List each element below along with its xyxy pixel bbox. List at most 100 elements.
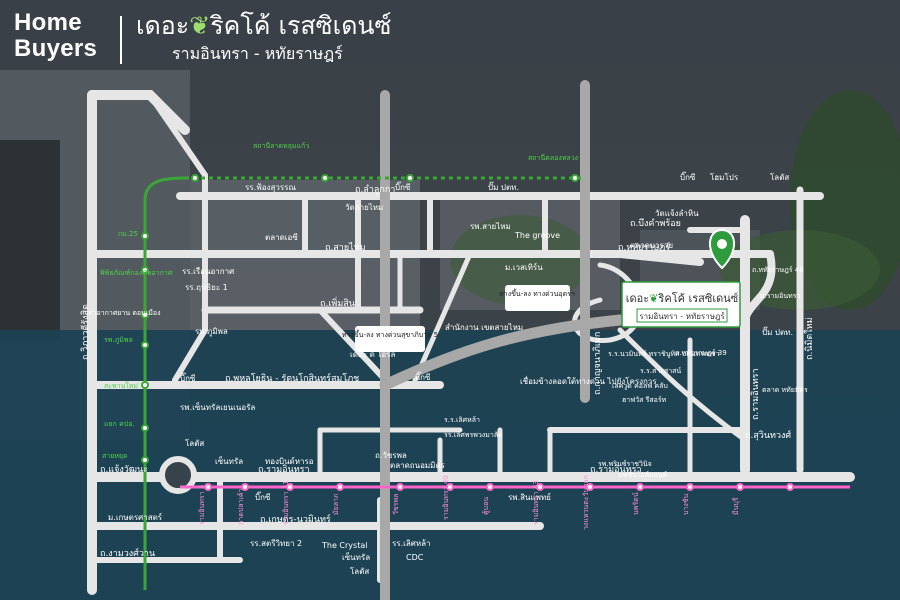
road-label-outer-ring: ถ.กาญจนาภิเษก — [592, 332, 603, 395]
poi-rr-lertla-a: ร.ร.เลิศหล้า — [444, 416, 480, 424]
poi-cdc: CDC — [406, 553, 424, 562]
poi-ram-university: ม.รามอินทรา — [760, 292, 801, 300]
station-sai-yut: สายหยุด — [102, 452, 128, 460]
road-label-kaset: ถ.เกษตร-นวมินทร์ — [260, 513, 331, 525]
poi-the-d-isle: เดอะ ดี ไอร์ล — [350, 349, 395, 359]
station-watcharaphon: วัชรพล — [392, 494, 400, 515]
poi-watcharapol: ถ.วัชรพล — [375, 451, 407, 460]
poi-underpass-note: เชื่อมข้างลอดใต้ทางด่วน ไปยังโครงการ — [520, 375, 657, 386]
poi-district-office: สำนักงาน เขตสายไหม — [445, 323, 523, 332]
poi-don-mueang: ท่าอากาศยาน ดอนเมือง — [88, 309, 161, 317]
callout-name: เดอะ❦ริคโค้ เรสซิเดนซ์ — [626, 291, 739, 305]
expressway-callouts: ทางขึ้น-ลง ทางด่วนอุดรฯ ทางขึ้น-ลง ทางด่… — [342, 285, 575, 352]
project-title: เดอะ❦ริคโค้ เรสซิเดนซ์ รามอินทรา - หทัยร… — [136, 10, 391, 67]
project-location: รามอินทรา - หทัยราษฎร์ — [172, 44, 343, 63]
station-mai-lap: มัยลาภ — [332, 493, 340, 515]
poi-bigc-1: บิ๊กซี — [395, 181, 411, 192]
poi-the-crystal: The Crystal — [321, 541, 367, 550]
poi-rr-lertphon: รร.เลิศพรพวงมาลัย — [444, 431, 502, 439]
station-ramintra-40: รามอินทรา 40 — [442, 475, 450, 520]
road-label-ngam: ถ.งามวงศ์วาน — [100, 547, 155, 559]
station-outer-ring: วงแหวนตะวันออก — [582, 475, 590, 530]
road-label-suwinthawong: ถ.สุวินทวงศ์ — [745, 429, 791, 441]
station-bang-chan: บางชัน — [682, 493, 690, 515]
station-ramintra-83: รามอินทรา 83 — [532, 480, 540, 525]
poi-lotus: โลตัส — [770, 172, 789, 182]
road-label-nimit-mai: ถ.นิมิตใหม่ — [804, 317, 815, 360]
poi-ss-phongsuwan: รร.ฟ้องสุวรรณ — [245, 183, 296, 192]
callout-location: รามอินทรา - หทัยราษฎร์ — [639, 311, 725, 321]
brand-line-2: Buyers — [14, 35, 98, 62]
poi-rp-sai-mai: รพ.สายไหม — [470, 222, 511, 231]
callout-expressway-sukhaphiban: ทางขึ้น-ลง ทางด่วนสุขาภิบาล 5 — [342, 328, 438, 339]
poi-wat: วัดแจ้งลำหิน — [655, 209, 699, 218]
poi-talat-hathai: ตลาด หทัยมิตร — [762, 386, 808, 394]
poi-bigc-2: บิ๊กซี — [680, 171, 696, 182]
road-label-ram-intra-2: ถ.รามอินทรา — [590, 464, 642, 475]
road-label-ram-intra: ถ.รามอินทรา — [258, 464, 310, 475]
station-saphan-mai: สะพานใหม่ — [104, 381, 138, 390]
road-label-lat-lum-kaeo: ถ.ลำลูกกา — [355, 184, 395, 195]
poi-rr-satri: รร.สตรีวิทยา 2 — [250, 539, 302, 548]
station-khlong-luang: สถานีคลองหลวง — [528, 154, 578, 162]
poi-wat-sai-mai: วัดสายไหม — [345, 203, 383, 212]
poi-m-western: ม.เวสเทิร์น — [505, 262, 543, 272]
poi-ss-thutsa: รร.ฤทธิยะ 1 — [185, 283, 228, 292]
road-label-vibhavadi: ถ.วิภาวดีรังสิต — [80, 304, 91, 360]
green-line-stations: กม.25 พิพิธภัณฑ์กองทัพอากาศ รพ.ภูมิพล สะ… — [100, 142, 578, 460]
poi-lakewood: เลควูด คอลฟ์ คลับ — [612, 382, 668, 390]
poi-ss-ruea: รร.เรือนอากาศ — [182, 267, 234, 276]
poi-talat-thanom: ตลาดถนอมมิตร — [390, 461, 446, 470]
poi-bigc-3: บิ๊กซี — [180, 372, 196, 383]
poi-kaset-university: ม.เกษตรศาสตร์ — [108, 512, 163, 522]
project-callout: เดอะ❦ริคโค้ เรสซิเดนซ์ รามอินทรา - หทัยร… — [621, 281, 741, 328]
station-kor-por-or: แยก คปอ. — [104, 420, 135, 428]
station-nopparat: นพรัตน์ — [632, 492, 640, 515]
poi-central-hospital: รพ.เซ็นทรัลเยนเนอรัล — [180, 402, 255, 412]
poi-talat-ac: ตลาดเอซี — [265, 233, 298, 242]
header-divider — [120, 16, 122, 64]
poi-fashion-island: แฟชั่นไอส์แลนด์ — [618, 470, 667, 479]
station-min-buri: มีนบุรี — [732, 497, 740, 515]
road-label-chaeng: ถ.แจ้งวัฒนะ — [100, 464, 148, 475]
pink-line-stations: รามอินทรา 3 ลาดปลาเค้า รามอินทรา 31 มัยล… — [198, 475, 740, 530]
road-label-hathai: ถ.หทัยราษฎร์ — [618, 241, 670, 253]
road-label-sai-mai: ถ.สายไหม — [325, 242, 366, 253]
station-air-force-museum: พิพิธภัณฑ์กองทัพอากาศ — [100, 269, 173, 277]
poi-central: เซ็นทรัล — [215, 456, 243, 466]
poi-lotus-3: โลตัส — [350, 566, 369, 576]
road-label-ramintra-vertical: ถ.รามอินทรา — [750, 368, 761, 420]
callout-expressway-udon: ทางขึ้น-ลง ทางด่วนอุดรฯ — [499, 287, 575, 298]
brand-line-1: Home — [14, 9, 82, 36]
poi-rr-lertla: รร.เลิศหล้า — [392, 539, 431, 548]
brand-logo: Home Buyers — [14, 10, 97, 62]
road-label-phahon-full: ถ.พหลโยธิน - รัตนโกสินทร์สมโภช — [225, 372, 359, 384]
project-pin-icon — [709, 228, 735, 270]
poi-ptt-1: ปั๊ม ปตท. — [488, 181, 519, 192]
poi-mega: ทองบินด์หารอ — [265, 456, 314, 466]
road-label-phum-sin: ถ.เพิ่มสิน — [320, 296, 355, 309]
road-label-bueng: ถ.บึงคำพร้อย — [630, 218, 681, 229]
poi-rp-phumiphon: รพ.ภูมิพล — [195, 327, 228, 337]
station-lat-pla-khao: ลาดปลาเค้า — [237, 488, 245, 525]
poi-homepro: โฮมโปร — [710, 172, 739, 182]
poi-lotus-2: โลตัส — [185, 438, 204, 448]
poi-ss-sarasas: ร.ร.สารสาสน์ — [640, 367, 681, 375]
poi-hathai-39: ถ.หทัยราษฎร์ 39 — [675, 349, 727, 357]
station-bhumibol: รพ.ภูมิพล — [104, 336, 133, 344]
poi-rp-sinphaet: รพ.สินแพทย์ — [508, 492, 551, 502]
poi-bigc-5: บิ๊กซี — [255, 491, 271, 502]
poi-groove: The groove — [514, 231, 560, 240]
station-km25: กม.25 — [118, 230, 138, 238]
station-ramintra-3: รามอินทรา 3 — [198, 485, 206, 525]
poi-rr-nawamin: ร.ร.นวมินทร์ ทราชินูทิศ บดินทรเดชา — [608, 350, 720, 358]
station-khu-bon: คู้บอน — [482, 497, 490, 515]
project-name: เดอะ❦ริคโค้ เรสซิเดนซ์ — [136, 11, 392, 40]
poi-central-2: เซ็นทรัล — [342, 552, 370, 562]
station-ramintra-31: รามอินทรา 31 — [282, 480, 290, 525]
poi-ptt-3: ปั๊ม ปตท. — [762, 326, 793, 337]
poi-talat-ms: ตลาดมารวย — [630, 241, 673, 250]
poi-hathai-46: ถ.หทัยราษฎร์ 46 — [752, 266, 804, 274]
